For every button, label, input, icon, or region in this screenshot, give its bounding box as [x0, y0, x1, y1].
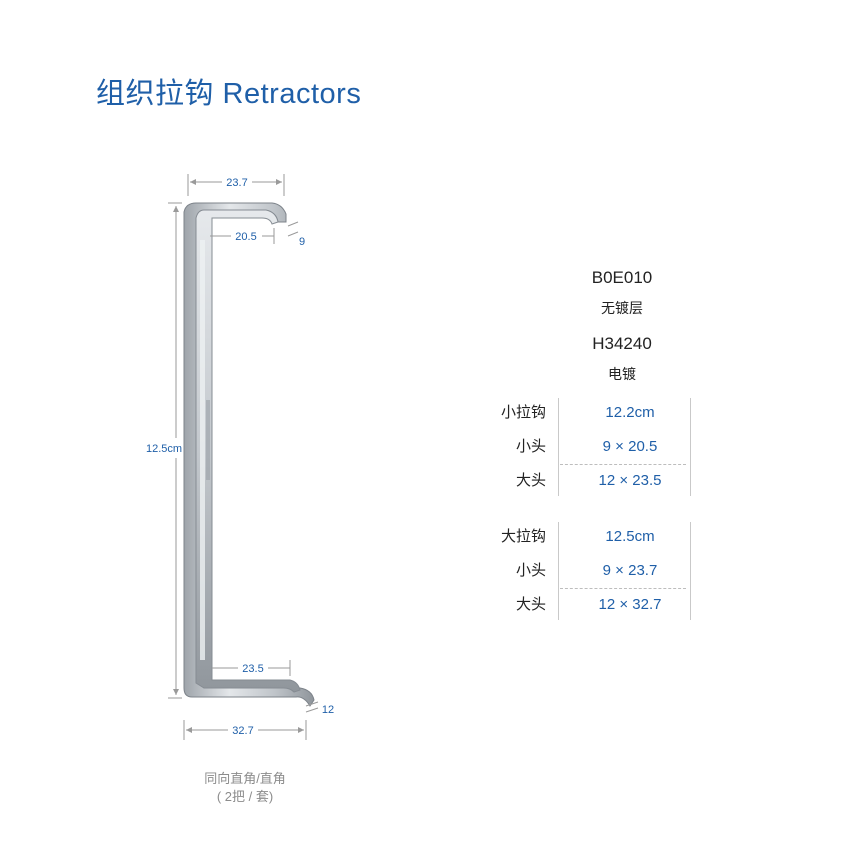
dim-top-inner: 20.5 [235, 231, 256, 243]
spec-row: 大拉钩 12.5cm [490, 520, 700, 554]
spec-label: 小拉钩 [500, 404, 546, 421]
spec-label: 大头 [515, 472, 546, 489]
dim-bottom-depth: 12 [322, 704, 334, 716]
product-desc-1: 无镀层 [601, 300, 643, 316]
spec-label: 大拉钩 [500, 528, 546, 545]
spec-label: 小头 [515, 438, 546, 455]
spec-value: 9 × 20.5 [602, 438, 658, 455]
spec-label: 小头 [515, 562, 546, 579]
spec-row: 小拉钩 12.2cm [490, 396, 700, 430]
product-desc-2: 电镀 [608, 366, 636, 382]
spec-row: 小头 9 × 23.7 [490, 554, 700, 588]
spec-table-small: 小拉钩 12.2cm 小头 9 × 20.5 大头 12 × 23.5 [490, 396, 700, 498]
spec-value: 12.2cm [605, 404, 655, 421]
product-code-1: B0E010 [591, 268, 653, 287]
caption-quantity: ( 2把 / 套) [216, 789, 274, 804]
retractor-small [195, 209, 301, 693]
spec-value: 12 × 23.5 [598, 472, 662, 489]
dim-length: 12.5cm [146, 443, 182, 455]
spec-label: 大头 [515, 596, 546, 613]
dim-bottom-inner: 23.5 [242, 663, 263, 675]
spec-table-large: 大拉钩 12.5cm 小头 9 × 23.7 大头 12 × 32.7 [490, 520, 700, 622]
spec-row: 大头 12 × 23.5 [490, 464, 700, 498]
spec-row: 大头 12 × 32.7 [490, 588, 700, 622]
product-code-2: H34240 [592, 334, 652, 353]
caption-type: 同向直角/直角 [204, 771, 286, 786]
page-title: 组织拉钩 Retractors [96, 78, 362, 110]
spec-value: 9 × 23.7 [602, 562, 658, 579]
dim-bottom-outer: 32.7 [232, 725, 253, 737]
spec-value: 12 × 32.7 [598, 596, 662, 613]
dim-top-depth: 9 [299, 236, 305, 248]
dim-top-outer: 23.7 [226, 177, 247, 189]
spec-row: 小头 9 × 20.5 [490, 430, 700, 464]
spec-value: 12.5cm [605, 528, 655, 545]
